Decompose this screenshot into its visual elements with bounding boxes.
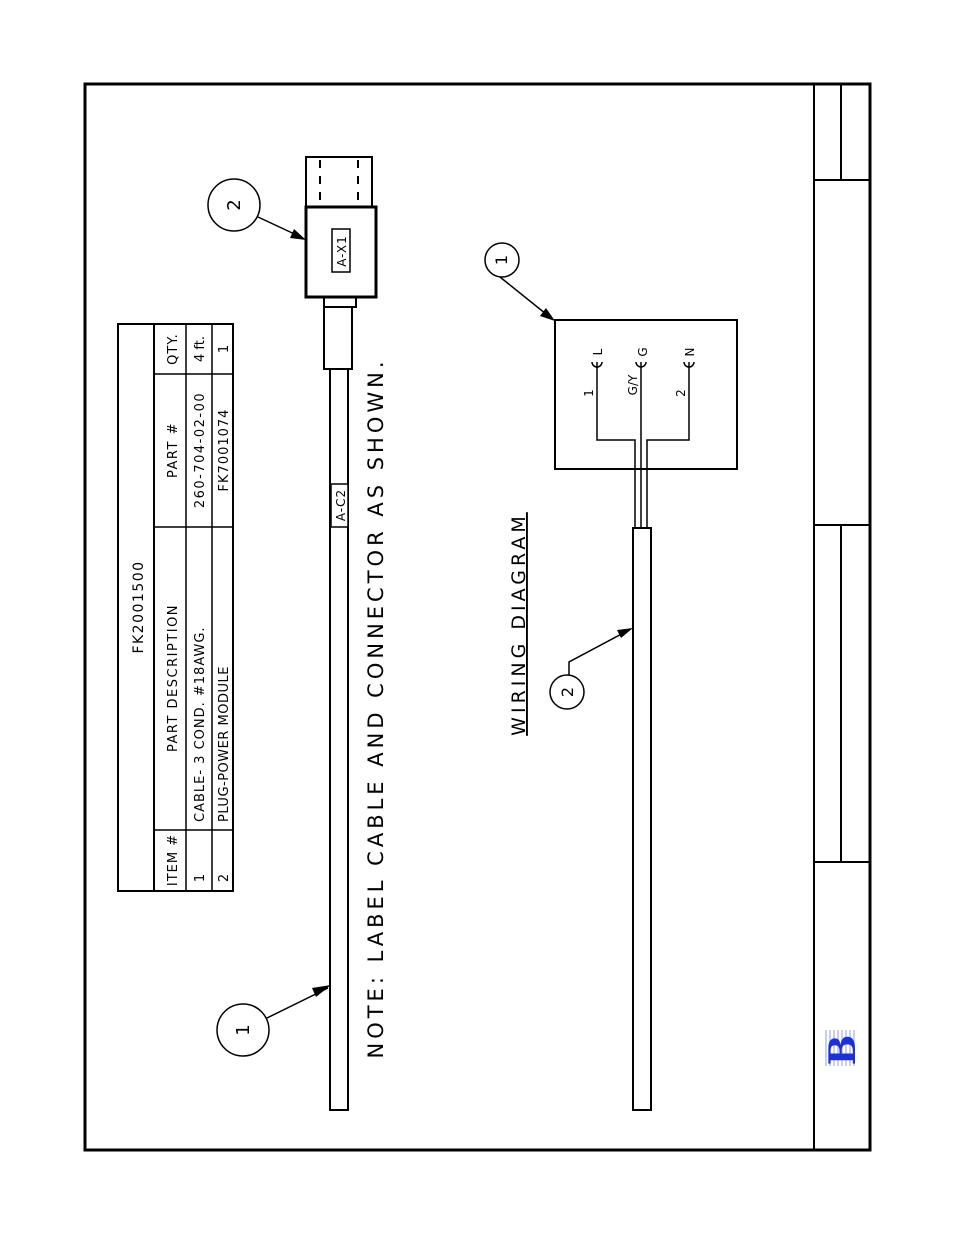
bom-row-1-qty: 4 ft. <box>193 336 208 362</box>
bom-table: FK2001500 ITEM # PART DESCRIPTION PART #… <box>118 324 233 891</box>
logo-mark: B <box>822 1035 864 1065</box>
wiring-diagram: WIRING DIAGRAM L G N 1 G/Y 2 1 2 <box>485 243 737 1110</box>
callout-cable-number: 1 <box>233 1024 254 1035</box>
callout-plug-number: 2 <box>224 199 245 210</box>
bom-row-1-part: 260-704-02-00 <box>193 392 208 508</box>
note-text: NOTE: LABEL CABLE AND CONNECTOR AS SHOWN… <box>364 357 388 1058</box>
bom-row-1-description: CABLE- 3 COND. #18AWG. <box>193 626 208 822</box>
callout-wiring-cable-number: 2 <box>558 687 577 697</box>
cable-label: A-C2 <box>334 489 348 521</box>
wire-gy-label: G/Y <box>626 374 640 395</box>
drawing-border <box>85 84 870 1150</box>
bom-row-2-description: PLUG-POWER MODULE <box>217 666 232 822</box>
callout-wiring-cable-arrow <box>617 628 633 638</box>
callout-module-number: 1 <box>492 255 511 265</box>
wire-2-label: 2 <box>674 389 688 397</box>
company-logo: B <box>822 1030 864 1066</box>
callout-plug-arrow <box>290 229 306 240</box>
wiring-title: WIRING DIAGRAM <box>508 512 530 736</box>
plug-tip <box>306 157 372 207</box>
bom-header-qty: QTY. <box>166 333 181 365</box>
cable <box>330 369 348 1110</box>
callout-module-arrow <box>540 308 555 321</box>
bom-row-2-qty: 1 <box>217 345 232 353</box>
wiring-cable <box>633 528 651 1110</box>
bom-row-2-part: FK7001074 <box>217 409 232 492</box>
bom-header-description: PART DESCRIPTION <box>166 604 181 752</box>
terminal-n-label: N <box>683 348 697 357</box>
bom-row-2-item: 2 <box>217 874 232 882</box>
title-block <box>814 84 870 862</box>
connector-label: A-X1 <box>335 235 349 267</box>
bom-header-item: ITEM # <box>166 834 181 886</box>
bom-row-1-item: 1 <box>193 874 208 882</box>
strain-relief <box>324 307 352 369</box>
bom-header-part: PART # <box>166 422 181 478</box>
terminal-l-label: L <box>591 348 605 355</box>
callout-wiring-cable-leader <box>569 630 629 675</box>
terminal-g-label: G <box>636 347 650 356</box>
bom-title: FK2001500 <box>131 560 147 653</box>
wire-1-label: 1 <box>582 389 596 397</box>
